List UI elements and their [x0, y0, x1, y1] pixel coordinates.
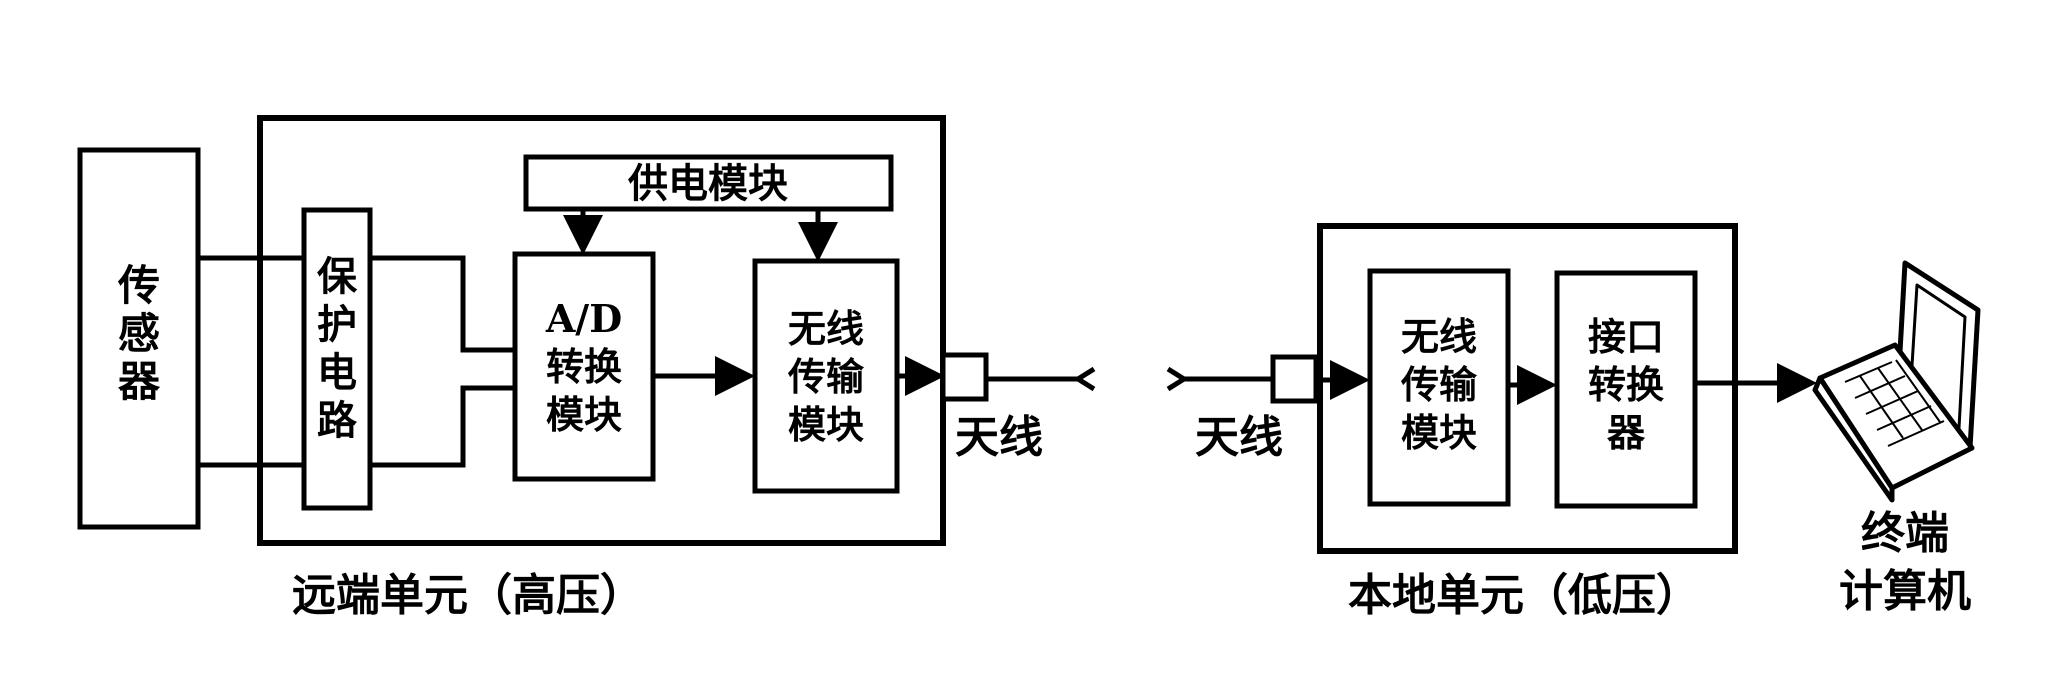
interface-label-1: 接口: [1588, 314, 1664, 359]
local-antenna-tip-icon: [1166, 366, 1189, 392]
wireless-rx-label-1: 无线: [1401, 314, 1477, 359]
sensor-label-2: 感: [118, 309, 160, 358]
wireless-rx-label-3: 模块: [1401, 410, 1477, 455]
wireless-tx-label-1: 无线: [788, 306, 864, 351]
power-module-label: 供电模块: [628, 160, 788, 207]
sensor-block: [77, 147, 201, 530]
remote-antenna-connector: [940, 352, 989, 402]
terminal-label-2: 计算机: [1839, 566, 1971, 617]
protection-wire-bottom: [370, 385, 515, 468]
wireless-tx-label-2: 传输: [787, 354, 865, 399]
local-antenna-label: 天线: [1195, 412, 1283, 463]
wireless-tx-module-block: [752, 258, 900, 494]
terminal-label-1: 终端: [1861, 508, 1949, 559]
interface-converter-block: [1554, 270, 1698, 509]
local-antenna-connector: [1270, 354, 1319, 404]
protection-label-2: 护: [317, 301, 357, 348]
protection-circuit-block: [301, 207, 373, 511]
interface-label-2: 转换: [1588, 362, 1664, 407]
remote-unit-caption: 远端单元（高压）: [292, 570, 644, 621]
remote-antenna-tip-icon: [1073, 366, 1096, 392]
remote-unit-frame: [257, 115, 946, 546]
wireless-rx-module-block: [1367, 268, 1511, 507]
protection-wire-top: [370, 255, 515, 353]
sensor-label-3: 器: [118, 357, 161, 406]
wireless-tx-label-3: 模块: [788, 402, 864, 447]
protection-label-3: 电: [317, 349, 357, 396]
local-unit-frame: [1317, 223, 1738, 554]
remote-antenna-label: 天线: [955, 412, 1043, 463]
adc-module-block: [512, 251, 656, 482]
protection-label-1: 保: [317, 253, 358, 300]
adc-label-2: 转换: [546, 344, 622, 389]
interface-label-3: 器: [1607, 410, 1646, 455]
laptop-icon: [1812, 260, 1981, 503]
protection-label-4: 路: [317, 397, 358, 444]
wireless-rx-label-2: 传输: [1400, 362, 1478, 407]
adc-label-1: A/D: [545, 296, 622, 341]
local-unit-caption: 本地单元（低压）: [1348, 570, 1700, 621]
power-module-block: [523, 154, 894, 212]
sensor-label-1: 传: [117, 261, 160, 310]
adc-label-3: 模块: [546, 392, 622, 437]
